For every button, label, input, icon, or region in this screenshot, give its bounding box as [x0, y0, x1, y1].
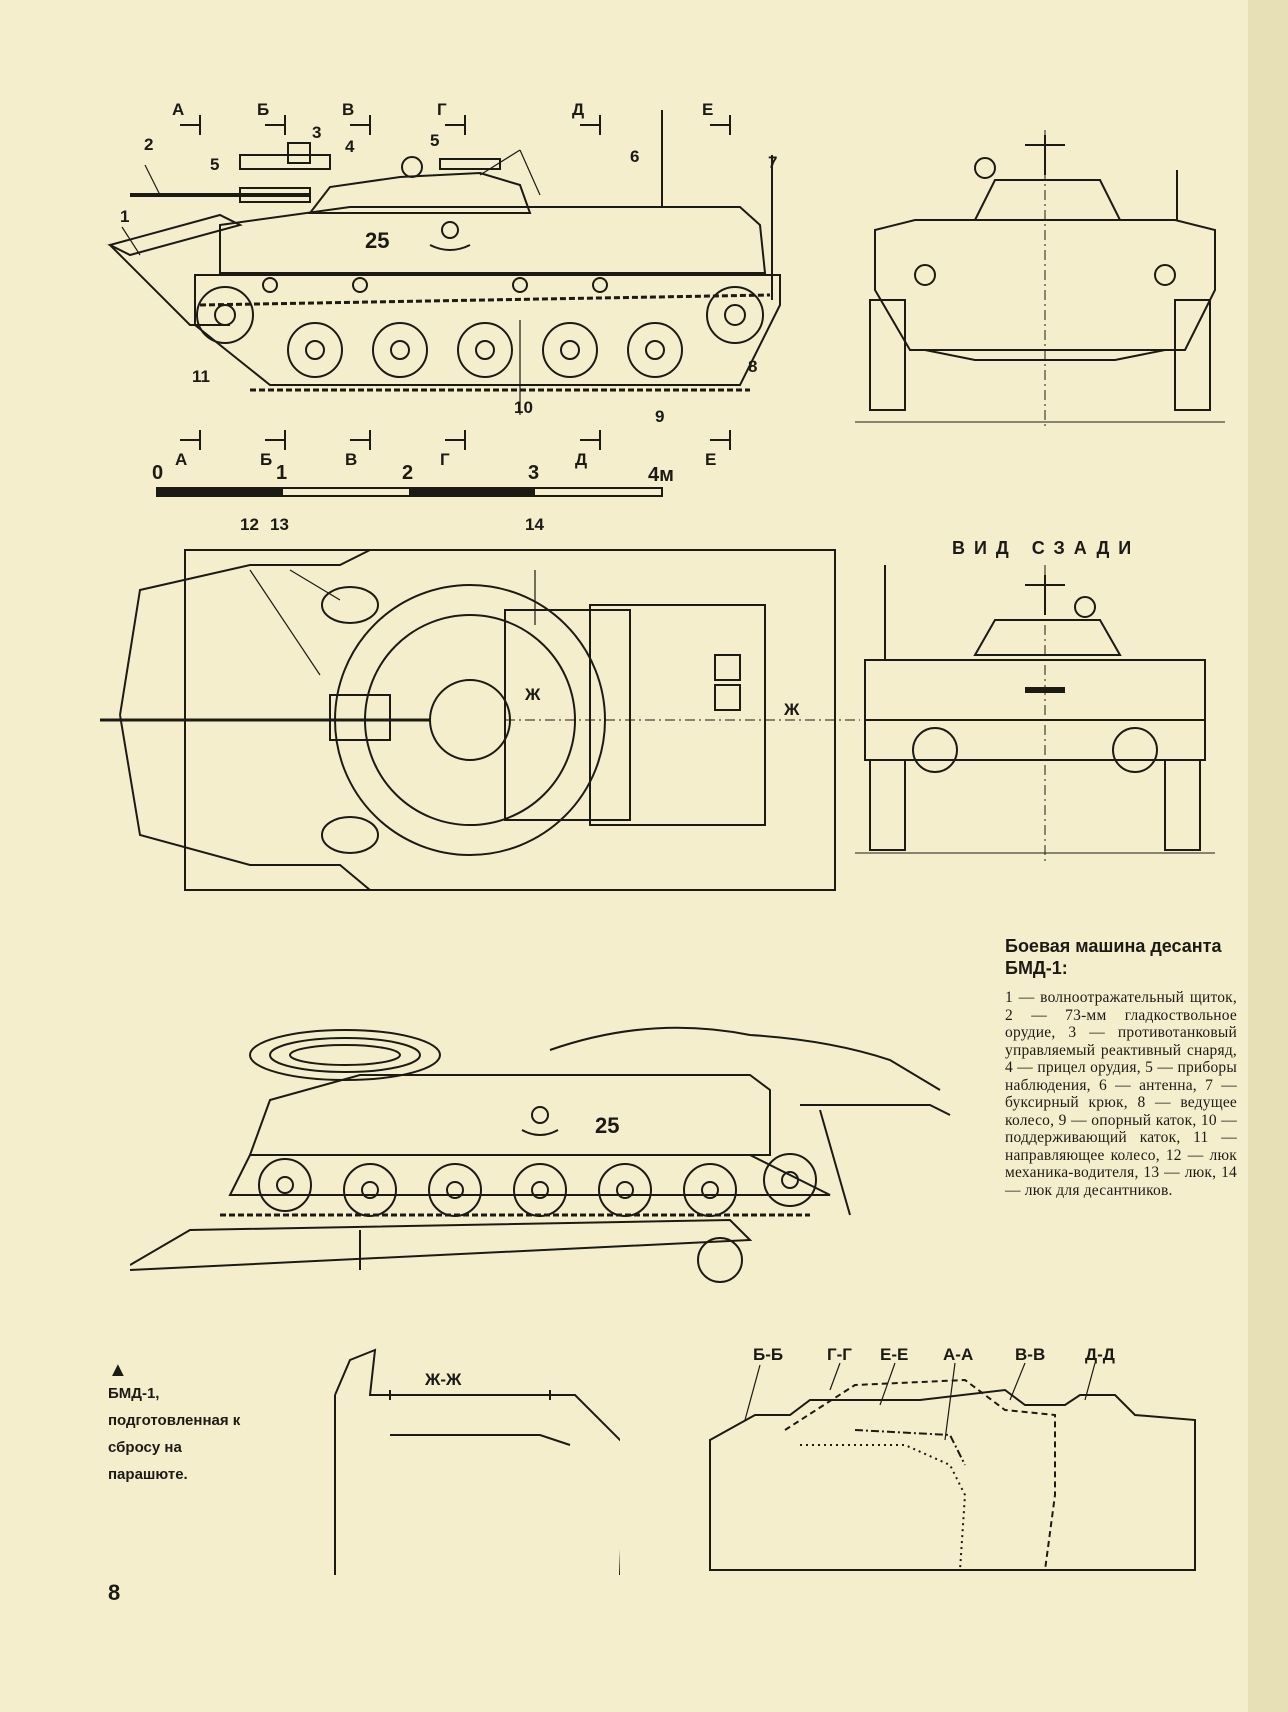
- triangle-marker: ▲: [108, 1359, 128, 1381]
- para-drop-caption: ▲ БМД-1, подготовленная к сбросу на пара…: [108, 1360, 248, 1488]
- section-mark-top-d: Д: [572, 100, 585, 119]
- section-mark-bottom-a: А: [175, 450, 188, 469]
- front-view-drawing: [855, 130, 1225, 430]
- rear-view-title: ВИД СЗАДИ: [952, 538, 1141, 558]
- caption-body: 1 — волноотражательный щиток, 2 — 73-мм …: [1005, 989, 1237, 1199]
- caption-title: Боевая машина десанта БМД-1:: [1005, 936, 1222, 978]
- side-view-drawing: 25: [100, 95, 840, 515]
- section-mark-top-b: Б: [257, 100, 270, 119]
- section-mark-bottom-v: В: [345, 450, 358, 469]
- section-mark-bottom-d: Д: [575, 450, 588, 469]
- page-number: 8: [108, 1580, 121, 1605]
- section-zh-drawing: Ж-Ж: [330, 1345, 620, 1575]
- section-label-dd: Д-Д: [1085, 1345, 1115, 1364]
- section-mark-top-v: В: [342, 100, 355, 119]
- section-label-ee: Е-Е: [880, 1345, 909, 1364]
- callout-3: 3: [312, 123, 322, 142]
- callout-14: 14: [525, 515, 544, 534]
- callout-2: 2: [144, 135, 154, 154]
- callout-8: 8: [748, 357, 758, 376]
- section-mark-bottom-b: Б: [260, 450, 273, 469]
- scale-tick-1: 1: [276, 462, 288, 484]
- rear-view-drawing: [855, 565, 1215, 865]
- scale-tick-0: 0: [152, 462, 164, 484]
- callout-11: 11: [192, 367, 210, 386]
- callout-7: 7: [768, 153, 778, 172]
- scale-bar: 0 1 2 3 4м: [140, 462, 680, 502]
- callout-5a: 5: [210, 155, 220, 174]
- section-mark-zh-top: Ж: [525, 685, 541, 704]
- section-label-zh: Ж-Ж: [425, 1370, 462, 1389]
- callout-12: 12: [240, 515, 259, 534]
- callout-6: 6: [630, 147, 640, 166]
- scale-tick-2: 2: [402, 462, 414, 484]
- callout-13: 13: [270, 515, 289, 534]
- section-mark-bottom-g: Г: [440, 450, 450, 469]
- section-label-vv: В-В: [1015, 1345, 1046, 1364]
- scale-tick-3: 3: [528, 462, 540, 484]
- section-mark-top-a: А: [172, 100, 185, 119]
- section-mark-bottom-e: Е: [705, 450, 717, 469]
- section-label-aa: А-А: [943, 1345, 974, 1364]
- callout-4: 4: [345, 137, 355, 156]
- figure-caption: Боевая машина десанта БМД-1: 1 — волноот…: [1005, 935, 1237, 1199]
- section-mark-top-g: Г: [437, 100, 447, 119]
- para-drop-drawing: 25: [130, 1015, 990, 1305]
- top-view-drawing: 12 13 14 Ж Ж: [100, 515, 860, 935]
- section-label-gg: Г-Г: [827, 1345, 852, 1364]
- scale-tick-4m: 4м: [648, 464, 674, 486]
- section-label-bb: Б-Б: [753, 1345, 784, 1364]
- callout-10: 10: [514, 398, 533, 417]
- callout-5b: 5: [430, 131, 440, 150]
- callout-9: 9: [655, 407, 665, 426]
- section-mark-zh-side: Ж: [784, 700, 800, 719]
- para-hull-number: 25: [595, 1113, 619, 1138]
- section-mark-top-e: Е: [702, 100, 714, 119]
- callout-1: 1: [120, 207, 130, 226]
- side-hull-number: 25: [365, 228, 389, 253]
- para-drop-text: БМД-1, подготовленная к сбросу на парашю…: [108, 1385, 241, 1483]
- sections-overlay-drawing: Б-Б Г-Г Е-Е А-А В-В Д-Д: [705, 1345, 1205, 1575]
- page-edge: [1248, 0, 1288, 1712]
